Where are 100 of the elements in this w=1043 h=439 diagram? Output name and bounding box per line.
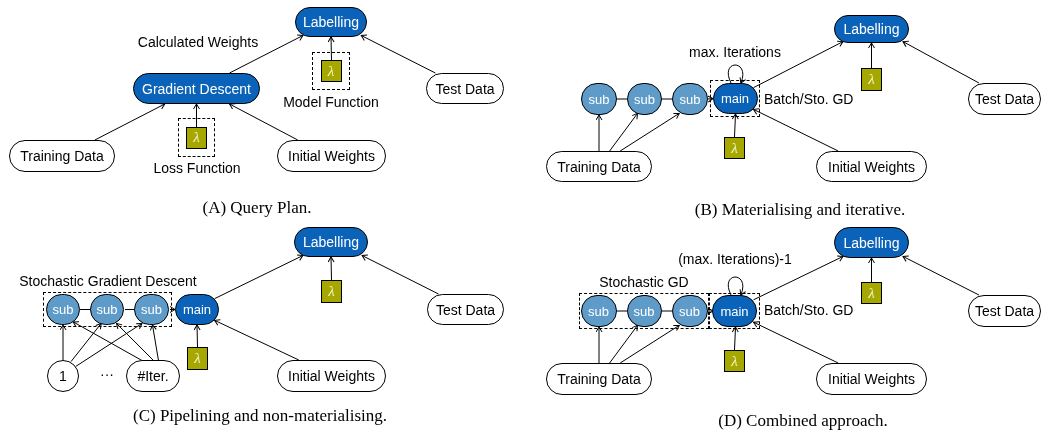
node-label: sub: [679, 92, 701, 106]
arrow: [731, 326, 739, 351]
operator-node: [294, 227, 368, 257]
operator-node: [133, 73, 260, 104]
group-caption: Stochastic Gradient Descent: [18, 273, 198, 291]
node-label: sub: [634, 92, 655, 106]
node-label: λ: [194, 351, 201, 366]
operator-node: [834, 15, 909, 43]
operator-node: [834, 227, 909, 258]
node-label: Initial Weights: [288, 369, 375, 383]
data-node: [126, 360, 180, 392]
node-label: λ: [731, 140, 738, 156]
node-label: Labelling: [843, 235, 900, 250]
node-label: sub: [588, 304, 609, 318]
node-label: λ: [731, 353, 738, 369]
node-label: Labelling: [843, 22, 900, 36]
arrow: [707, 307, 714, 315]
node-label: Training Data: [557, 372, 641, 386]
arrow: [753, 40, 844, 89]
function-box: [320, 60, 342, 82]
node-label: λ: [868, 285, 875, 301]
group-caption: Model Function: [282, 94, 380, 112]
node-label: Initial Weights: [828, 159, 915, 174]
data-node: [816, 363, 927, 395]
node-label: λ: [868, 72, 875, 87]
dashed-group-box: [312, 52, 350, 90]
node-label: Training Data: [557, 159, 641, 174]
node-label: Gradient Descent: [142, 81, 251, 96]
arrow: [595, 326, 603, 364]
main-node: [175, 294, 219, 325]
node-label: λ: [193, 130, 200, 145]
operator-node: [295, 7, 367, 37]
data-node: [968, 295, 1041, 327]
node-label: Test Data: [974, 304, 1035, 318]
arrow: [193, 324, 201, 348]
ellipsis-label: ···: [99, 366, 115, 384]
arrow: [229, 103, 299, 141]
dashed-group-box: [178, 118, 215, 157]
node-label: sub: [588, 92, 610, 106]
function-box: [861, 282, 882, 304]
data-node: [277, 140, 386, 172]
arrow: [595, 114, 603, 152]
arrow: [727, 276, 746, 296]
data-node: [427, 294, 504, 325]
arrow: [94, 103, 166, 141]
node-label: λ: [328, 284, 335, 299]
arrow: [707, 95, 714, 103]
arrow: [868, 257, 875, 283]
arrow: [361, 254, 440, 295]
node-label: Training Data: [20, 149, 104, 163]
caption: (D) Combined approach.: [717, 410, 889, 432]
sub-node: [46, 294, 80, 325]
group-caption: Stochastic GD: [598, 274, 690, 292]
group-caption: Batch/Sto. GD: [764, 91, 855, 109]
data-node: [277, 360, 386, 392]
node-label: Initial Weights: [828, 372, 915, 386]
node-label: main: [182, 303, 212, 316]
arrow: [902, 40, 980, 84]
data-node: [426, 73, 504, 104]
caption: (C) Pipelining and non-materialising.: [132, 405, 388, 427]
sub-node: [627, 83, 662, 115]
data-node: [546, 151, 652, 182]
function-box: [186, 126, 207, 149]
arrow: [327, 256, 335, 281]
arrow: [868, 42, 875, 69]
node-label: main: [720, 92, 750, 105]
arrow: [619, 324, 680, 364]
node-label: Labelling: [302, 235, 360, 249]
iteration-node: [47, 360, 79, 392]
node-label: sub: [52, 303, 74, 316]
data-node: [816, 151, 927, 182]
arrow: [214, 254, 304, 300]
node-label: 1: [59, 369, 67, 383]
function-box: [724, 137, 745, 159]
node-label: sub: [633, 304, 655, 318]
node-label: sub: [679, 304, 700, 318]
dashed-group-box: [579, 293, 709, 329]
arrow: [619, 112, 680, 152]
arrow: [229, 34, 304, 74]
arrow: [193, 103, 200, 128]
arrow: [360, 34, 436, 74]
node-label: Test Data: [435, 81, 495, 96]
data-node: [9, 140, 115, 172]
sub-node: [90, 294, 124, 325]
sub-node: [134, 294, 169, 325]
node-label: Test Data: [974, 92, 1035, 106]
sub-node: [626, 295, 662, 327]
arrow: [59, 324, 67, 361]
sub-node: [581, 83, 617, 115]
sub-node: [671, 295, 708, 327]
arrow: [902, 255, 980, 296]
function-box: [321, 280, 342, 303]
node-label: #Iter.: [137, 369, 169, 383]
node-label: sub: [96, 303, 118, 316]
dashed-group-box: [43, 292, 172, 327]
arrow: [727, 64, 746, 84]
data-node: [546, 363, 652, 395]
sub-node: [672, 83, 708, 115]
node-label: λ: [327, 63, 335, 79]
caption: (A) Query Plan.: [201, 197, 313, 219]
